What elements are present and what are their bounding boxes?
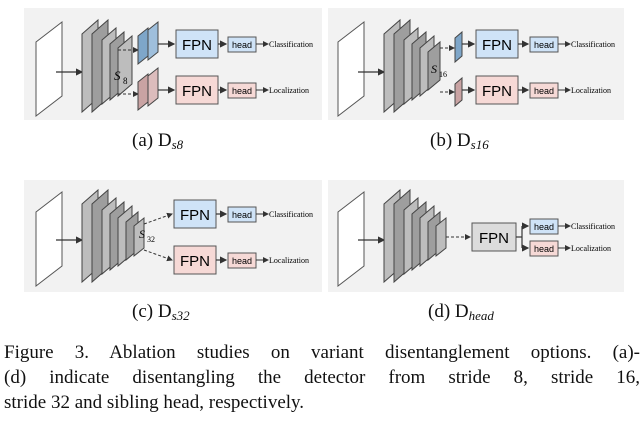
loc-backbone-slab — [137, 72, 149, 112]
panel-c: S 32 FPN FPN head head Classification Lo… — [35, 188, 313, 288]
head-label: head — [232, 210, 252, 220]
subcaption-symbol: D — [157, 301, 172, 322]
fpn-box-loc — [175, 75, 219, 105]
fpn-label: FPN — [180, 207, 210, 224]
branch-arrow-top — [143, 212, 173, 225]
stride-label-s8-sub: 8 — [123, 76, 128, 86]
caption-line: (d) indicate disentangling the detector … — [4, 367, 640, 388]
subcaption-prefix: (c) — [132, 301, 154, 322]
backbone — [81, 188, 145, 284]
fpn-box-loc — [173, 245, 217, 275]
subcaption-prefix: (a) — [132, 130, 154, 151]
caption-line: Figure 3. Ablation studies on variant di… — [4, 342, 640, 363]
head-label: head — [534, 244, 554, 254]
fpn-label: FPN — [180, 253, 210, 270]
input-image — [35, 20, 63, 118]
branch-arrow-bottom — [143, 249, 173, 262]
subcaption-a: (a) Ds8 — [132, 130, 183, 153]
stride-label-s8: S — [114, 68, 121, 83]
panel-a-background — [24, 8, 322, 120]
fpn-label: FPN — [482, 83, 512, 100]
figure-caption: Figure 3. Ablation studies on variant di… — [4, 340, 640, 415]
subcaption-subscript: s32 — [171, 308, 190, 323]
subcaption-prefix: (b) — [430, 130, 453, 151]
backbone — [383, 18, 441, 114]
input-image — [337, 20, 365, 118]
head-label: head — [232, 86, 252, 96]
loc-backbone-slab — [454, 76, 463, 108]
head-label: head — [534, 40, 554, 50]
classification-label: Classification — [269, 210, 313, 219]
classification-label: Classification — [571, 222, 615, 231]
head-label: head — [232, 256, 252, 266]
caption-line: stride 32 and sibling head, respectively… — [4, 392, 305, 413]
stride-label-s32-sub: 32 — [147, 235, 155, 244]
panel-a: S 8 FPN FPN head head Classification Loc… — [35, 18, 313, 118]
input-image — [337, 190, 365, 288]
subcaption-symbol: D — [456, 130, 471, 151]
subcaption-symbol: D — [454, 301, 469, 322]
fpn-label: FPN — [182, 83, 212, 100]
subcaption-prefix: (d) — [428, 301, 451, 322]
stride-label-s16-sub: 16 — [439, 70, 447, 79]
head-label: head — [534, 86, 554, 96]
fpn-box-cls — [175, 29, 219, 59]
cls-backbone-slab — [147, 20, 159, 62]
subcaption-subscript: s8 — [171, 137, 184, 152]
fpn-label: FPN — [482, 37, 512, 54]
subcaption-d: (d) Dhead — [428, 301, 494, 324]
subcaption-subscript: head — [468, 308, 494, 323]
localization-label: Localization — [571, 86, 611, 95]
input-image — [35, 190, 63, 288]
subcaption-c: (c) Ds32 — [132, 301, 190, 324]
cls-backbone-slab — [454, 30, 463, 64]
backbone — [383, 188, 447, 284]
classification-label: Classification — [269, 40, 313, 49]
classification-label: Classification — [571, 40, 615, 49]
fpn-box-shared — [471, 222, 517, 252]
head-label: head — [232, 40, 252, 50]
fpn-label: FPN — [182, 37, 212, 54]
localization-label: Localization — [571, 244, 611, 253]
head-label: head — [534, 222, 554, 232]
figure-diagram: S 8 FPN FPN head head Classification Loc… — [35, 18, 615, 288]
stride-label-s32: S — [139, 227, 145, 241]
localization-label: Localization — [269, 256, 309, 265]
cls-backbone-slab — [137, 26, 149, 66]
panel-b: S 16 FPN FPN head head Classification Lo… — [337, 18, 615, 118]
subcaption-b: (b) Ds16 — [430, 130, 489, 153]
fpn-box-cls — [475, 29, 519, 59]
fpn-box-cls — [173, 199, 217, 229]
subcaption-symbol: D — [157, 130, 172, 151]
panel-d: FPN head head Classification Localizatio… — [337, 188, 615, 288]
localization-label: Localization — [269, 86, 309, 95]
backbone — [81, 18, 133, 114]
stride-label-s16: S — [431, 62, 437, 76]
panel-c-background — [24, 180, 322, 292]
fpn-label: FPN — [479, 230, 509, 247]
loc-backbone-slab — [147, 66, 159, 108]
subcaption-subscript: s16 — [470, 137, 489, 152]
